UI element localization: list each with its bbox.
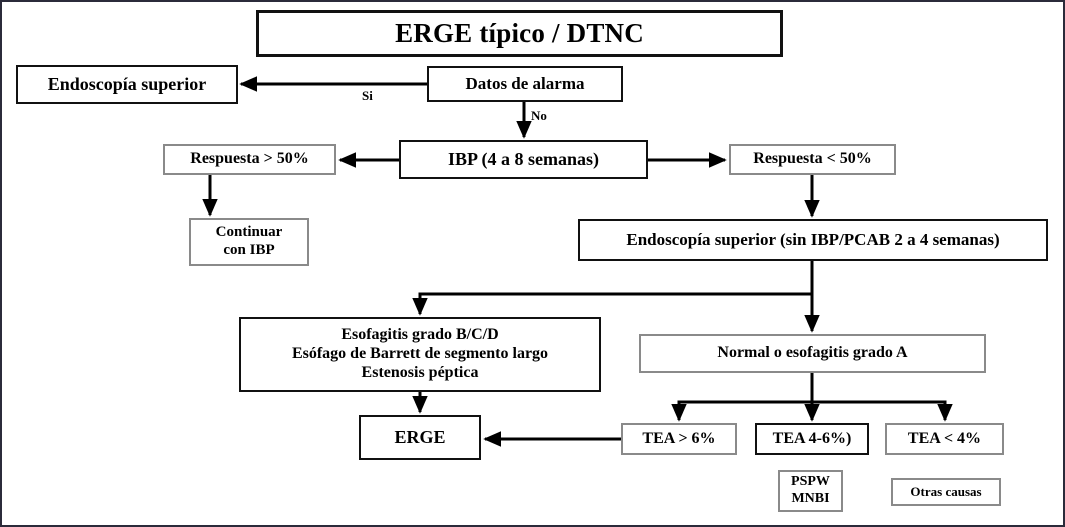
- connector-group: [202, 76, 953, 447]
- node-ibp-line: IBP (4 a 8 semanas): [447, 148, 599, 169]
- node-resp-mayor-label: Respuesta > 50%: [169, 150, 330, 169]
- node-resp-mayor-line: Respuesta > 50%: [190, 150, 309, 168]
- node-endo-sin-label: Endoscopía superior (sin IBP/PCAB 2 a 4 …: [584, 230, 1042, 250]
- node-tea-4-6-label: TEA 4-6%): [761, 430, 863, 449]
- node-endo-sup-label: Endoscopía superior: [22, 74, 232, 95]
- node-datos-line: Datos de alarma: [465, 73, 585, 93]
- connector-normal-to-tea6: [671, 373, 814, 422]
- node-otras-line: Otras causas: [910, 484, 982, 500]
- node-endo-sin[interactable]: Endoscopía superior (sin IBP/PCAB 2 a 4 …: [578, 219, 1048, 261]
- node-normal-a-label: Normal o esofagitis grado A: [645, 344, 980, 363]
- node-ibp-label: IBP (4 a 8 semanas): [405, 149, 642, 170]
- node-tea-menor4-label: TEA < 4%: [891, 430, 998, 449]
- node-tea-4-6-line: TEA 4-6%): [772, 429, 852, 447]
- node-pspw-mnbi-line: PSPW: [791, 474, 830, 490]
- node-erge-label: ERGE: [365, 427, 475, 448]
- node-title-label: ERGE típico / DTNC: [263, 18, 776, 50]
- node-tea-menor4-line: TEA < 4%: [907, 429, 982, 447]
- node-title-line: ERGE típico / DTNC: [395, 17, 644, 48]
- node-esofagitis-line: Esofagitis grado B/C/D: [341, 326, 499, 344]
- node-datos-label: Datos de alarma: [433, 74, 617, 94]
- node-resp-menor[interactable]: Respuesta < 50%: [729, 144, 896, 175]
- node-otras-label: Otras causas: [897, 484, 995, 499]
- node-resp-menor-label: Respuesta < 50%: [735, 150, 890, 169]
- node-otras[interactable]: Otras causas: [891, 478, 1001, 506]
- node-esofagitis-line: Esófago de Barrett de segmento largo: [291, 345, 549, 363]
- node-resp-menor-line: Respuesta < 50%: [753, 150, 872, 168]
- connector-endo-to-esofagitis: [412, 261, 814, 316]
- node-tea-menor4[interactable]: TEA < 4%: [885, 423, 1004, 455]
- node-tea-mayor6-label: TEA > 6%: [627, 430, 731, 449]
- node-esofagitis-line: Estenosis péptica: [361, 363, 479, 381]
- node-normal-a-line: Normal o esofagitis grado A: [717, 344, 908, 362]
- node-datos[interactable]: Datos de alarma: [427, 66, 623, 102]
- node-tea-4-6[interactable]: TEA 4-6%): [755, 423, 869, 455]
- node-ibp[interactable]: IBP (4 a 8 semanas): [399, 140, 648, 179]
- edge-label-label-si: Si: [362, 88, 373, 103]
- node-pspw-mnbi-line: MNBI: [791, 491, 830, 506]
- node-resp-mayor[interactable]: Respuesta > 50%: [163, 144, 336, 175]
- node-endo-sin-line: Endoscopía superior (sin IBP/PCAB 2 a 4 …: [626, 229, 1000, 249]
- edge-label-label-no: No: [531, 108, 547, 123]
- node-endo-sup[interactable]: Endoscopía superior: [16, 65, 238, 104]
- node-erge[interactable]: ERGE: [359, 415, 481, 460]
- node-cont-ibp-line: Continuar: [215, 224, 283, 241]
- node-erge-line: ERGE: [394, 426, 446, 447]
- node-normal-a[interactable]: Normal o esofagitis grado A: [639, 334, 986, 373]
- node-title[interactable]: ERGE típico / DTNC: [256, 10, 783, 57]
- node-cont-ibp-line: con IBP: [223, 242, 275, 258]
- node-tea-mayor6-line: TEA > 6%: [642, 429, 716, 447]
- node-endo-sup-line: Endoscopía superior: [47, 73, 207, 94]
- node-tea-mayor6[interactable]: TEA > 6%: [621, 423, 737, 455]
- connector-normal-to-tea4: [810, 373, 953, 422]
